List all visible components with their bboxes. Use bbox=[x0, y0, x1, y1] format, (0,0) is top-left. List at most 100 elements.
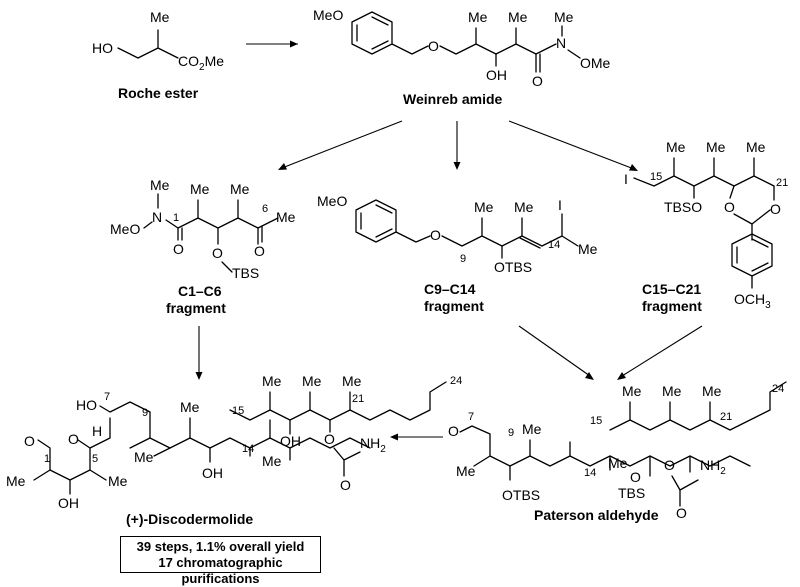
atom-label: MeO bbox=[110, 221, 140, 237]
atom-label: O bbox=[430, 227, 441, 243]
atom-label: Me bbox=[522, 421, 542, 437]
atom-number: 15 bbox=[232, 405, 244, 417]
atom-label: Me bbox=[262, 373, 282, 389]
arrow-head bbox=[195, 372, 203, 380]
atom-label: O bbox=[324, 431, 335, 447]
atom-number: 24 bbox=[772, 383, 784, 395]
atom-label: TBS bbox=[232, 265, 259, 281]
arrow-head bbox=[617, 372, 626, 380]
atom-label: Me bbox=[180, 399, 200, 415]
paterson-aldehyde-label: Paterson aldehyde bbox=[534, 507, 659, 523]
c15-c21-label-fragment: fragment bbox=[642, 298, 702, 314]
weinreb-amide-label: Weinreb amide bbox=[403, 91, 503, 107]
atom-number: 14 bbox=[548, 239, 560, 251]
atom-number: 14 bbox=[584, 467, 596, 479]
atom-label: TBSO bbox=[664, 199, 702, 215]
atom-label: O bbox=[68, 431, 79, 447]
reaction-arrow bbox=[508, 120, 635, 170]
reaction-arrow bbox=[518, 325, 591, 377]
atom-label: OCH3 bbox=[734, 291, 771, 311]
reaction-arrow bbox=[621, 325, 703, 377]
weinreb-amide-structure: MeO O Me Me OH O N Me OMe bbox=[313, 7, 611, 89]
atom-label: Me bbox=[150, 9, 170, 25]
c15-c21-label: C15–C21 bbox=[642, 281, 701, 297]
atom-number: 15 bbox=[650, 171, 662, 183]
atom-label: N bbox=[556, 35, 566, 51]
atom-label: Me bbox=[622, 383, 642, 399]
roche-ester-label: Roche ester bbox=[118, 85, 199, 101]
atom-label: O bbox=[212, 245, 223, 261]
arrow-head bbox=[453, 162, 461, 170]
atom-number: 24 bbox=[450, 375, 462, 387]
c9-c14-label: C9–C14 bbox=[424, 281, 476, 297]
atom-label: NH2 bbox=[360, 435, 386, 455]
atom-label: Me bbox=[302, 373, 322, 389]
atom-label: Me bbox=[514, 199, 534, 215]
atom-number: 1 bbox=[44, 453, 50, 465]
atom-label: Me bbox=[578, 241, 598, 257]
atom-label: HO bbox=[92, 40, 113, 56]
atom-label: O bbox=[630, 469, 641, 485]
atom-label: O bbox=[448, 423, 459, 439]
atom-label: Me bbox=[508, 9, 528, 25]
atom-label: Me bbox=[262, 453, 282, 469]
roche-ester-structure: Me HO CO2Me bbox=[92, 9, 224, 73]
arrow-head bbox=[290, 40, 298, 48]
atom-label: O bbox=[724, 199, 735, 215]
summary-box: 39 steps, 1.1% overall yield 17 chromato… bbox=[120, 536, 321, 586]
atom-number: 21 bbox=[720, 411, 732, 423]
atom-label: Me bbox=[662, 383, 682, 399]
discodermolide-label: (+)-Discodermolide bbox=[126, 511, 253, 527]
atom-label: Me bbox=[190, 181, 210, 197]
atom-label: O bbox=[173, 241, 184, 257]
atom-label: O bbox=[340, 477, 351, 493]
atom-label: I bbox=[558, 197, 562, 213]
atom-number: 15 bbox=[590, 415, 602, 427]
atom-number: 6 bbox=[262, 203, 268, 215]
atom-label: Me bbox=[666, 139, 686, 155]
atom-label: O bbox=[664, 457, 675, 473]
atom-label: Me bbox=[6, 473, 26, 489]
atom-number: 9 bbox=[142, 407, 148, 419]
atom-label: Me bbox=[608, 455, 628, 471]
atom-label: O bbox=[428, 38, 439, 54]
c9-c14-fragment-structure: MeO O 9 Me Me OTBS I 14 Me bbox=[317, 193, 598, 275]
arrow-head bbox=[278, 163, 287, 170]
atom-label: O bbox=[24, 433, 35, 449]
atom-label: Me bbox=[706, 139, 726, 155]
atom-number: 14 bbox=[242, 443, 254, 455]
atom-label: CO2Me bbox=[178, 53, 224, 73]
arrow-head bbox=[585, 372, 594, 380]
atom-label: O bbox=[770, 201, 781, 217]
atom-number: 5 bbox=[92, 453, 98, 465]
atom-number: 7 bbox=[104, 391, 110, 403]
atom-number: 9 bbox=[460, 253, 466, 265]
atom-label: Me bbox=[276, 209, 296, 225]
atom-label: OH bbox=[58, 495, 79, 511]
reaction-arrow bbox=[281, 120, 403, 169]
atom-label: Me bbox=[456, 463, 476, 479]
c1-c6-label: C1–C6 bbox=[178, 283, 222, 299]
summary-steps: 39 steps, 1.1% overall yield bbox=[136, 539, 305, 554]
atom-label: N bbox=[152, 209, 162, 225]
c15-c21-fragment-structure: I 15 Me Me Me TBSO 21 O O OCH3 bbox=[624, 139, 788, 311]
atom-number: 21 bbox=[352, 393, 364, 405]
atom-label: MeO bbox=[317, 193, 347, 209]
atom-label: Me bbox=[474, 199, 494, 215]
atom-label: Me bbox=[702, 383, 722, 399]
atom-label: O bbox=[676, 505, 687, 521]
c9-c14-label-fragment: fragment bbox=[424, 298, 484, 314]
atom-number: 9 bbox=[508, 427, 514, 439]
atom-label: TBS bbox=[618, 485, 645, 501]
atom-label: Me bbox=[134, 449, 154, 465]
c1-c6-label-fragment: fragment bbox=[166, 300, 226, 316]
atom-label: Me bbox=[230, 181, 250, 197]
arrow-head bbox=[629, 164, 638, 171]
atom-label: H bbox=[92, 423, 102, 439]
atom-label: Me bbox=[150, 177, 170, 193]
atom-label: OTBS bbox=[494, 259, 532, 275]
atom-label: MeO bbox=[313, 7, 343, 23]
atom-label: O bbox=[532, 73, 543, 89]
atom-label: Me bbox=[342, 373, 362, 389]
